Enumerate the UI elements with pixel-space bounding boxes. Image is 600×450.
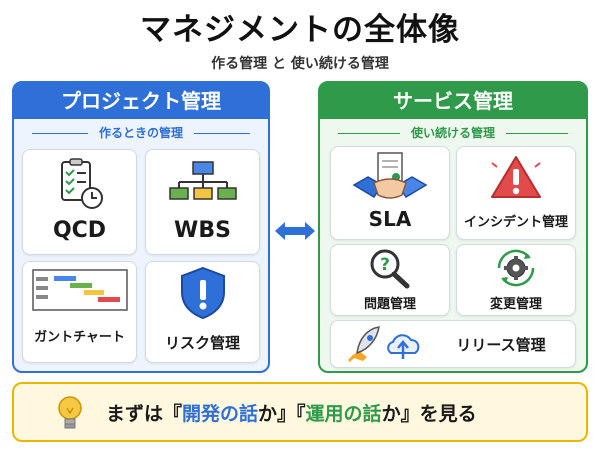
card-risk: リスク管理	[145, 261, 260, 363]
tip-prefix: まずは『	[106, 403, 183, 425]
rocket-cloud-upload-icon	[345, 323, 421, 365]
divider-line	[32, 133, 88, 134]
page-subtitle: 作る管理 と 使い続ける管理	[211, 56, 389, 72]
divider-line	[506, 133, 568, 134]
project-management-subtitle: 作るときの管理	[14, 121, 268, 145]
card-label: ガントチャート	[34, 330, 125, 345]
gear-cycle-icon	[457, 247, 575, 289]
tip-highlight-development: 開発の話	[182, 403, 259, 425]
service-management-subtitle: 使い続ける管理	[320, 121, 586, 145]
card-qcd: QCD	[22, 149, 137, 255]
card-problem: ? 問題管理	[330, 244, 450, 316]
double-arrow-icon	[273, 219, 317, 243]
handshake-contract-icon	[331, 151, 449, 205]
card-label: インシデント管理	[463, 215, 568, 230]
card-label: 問題管理	[363, 297, 416, 312]
magnifier-question-icon: ?	[331, 247, 449, 289]
qcd-checklist-clock-icon	[23, 158, 136, 214]
card-label: WBS	[174, 218, 231, 243]
page-title: マネジメントの全体像	[140, 12, 460, 48]
card-label: QCD	[52, 218, 107, 243]
card-sla: SLA	[330, 146, 450, 240]
lightbulb-icon	[54, 393, 86, 433]
project-management-title: プロジェクト管理	[14, 83, 268, 119]
divider-line	[338, 133, 400, 134]
card-wbs: WBS	[145, 149, 260, 255]
card-release: リリース管理	[330, 320, 576, 368]
service-management-panel: サービス管理 使い続ける管理 SLA	[318, 81, 588, 373]
card-incident: インシデント管理	[456, 146, 576, 240]
svg-text:?: ?	[380, 255, 390, 275]
card-gantt: ガントチャート	[22, 261, 137, 363]
divider-line	[194, 133, 250, 134]
shield-alert-icon	[146, 266, 259, 320]
tip-highlight-operation: 運用の話	[305, 403, 382, 425]
project-management-subtitle-text: 作るときの管理	[98, 126, 183, 140]
wbs-tree-icon	[146, 158, 259, 214]
tip-suffix: か』を見る	[381, 403, 477, 425]
tip-banner: まずは『開発の話か』『運用の話か』を見る	[12, 382, 588, 442]
service-management-title: サービス管理	[320, 83, 586, 119]
tip-message: まずは『開発の話か』『運用の話か』を見る	[106, 399, 477, 426]
card-label: リリース管理	[456, 336, 546, 354]
card-change: 変更管理	[456, 244, 576, 316]
project-management-panel: プロジェクト管理 作るときの管理 QCD	[12, 81, 270, 373]
card-label: 変更管理	[489, 297, 542, 312]
card-label: リスク管理	[164, 334, 240, 352]
gantt-chart-icon	[23, 268, 136, 312]
card-label: SLA	[368, 207, 412, 231]
tip-middle: か』『	[258, 403, 306, 425]
service-management-subtitle-text: 使い続ける管理	[410, 126, 495, 140]
warning-triangle-icon	[457, 153, 575, 203]
